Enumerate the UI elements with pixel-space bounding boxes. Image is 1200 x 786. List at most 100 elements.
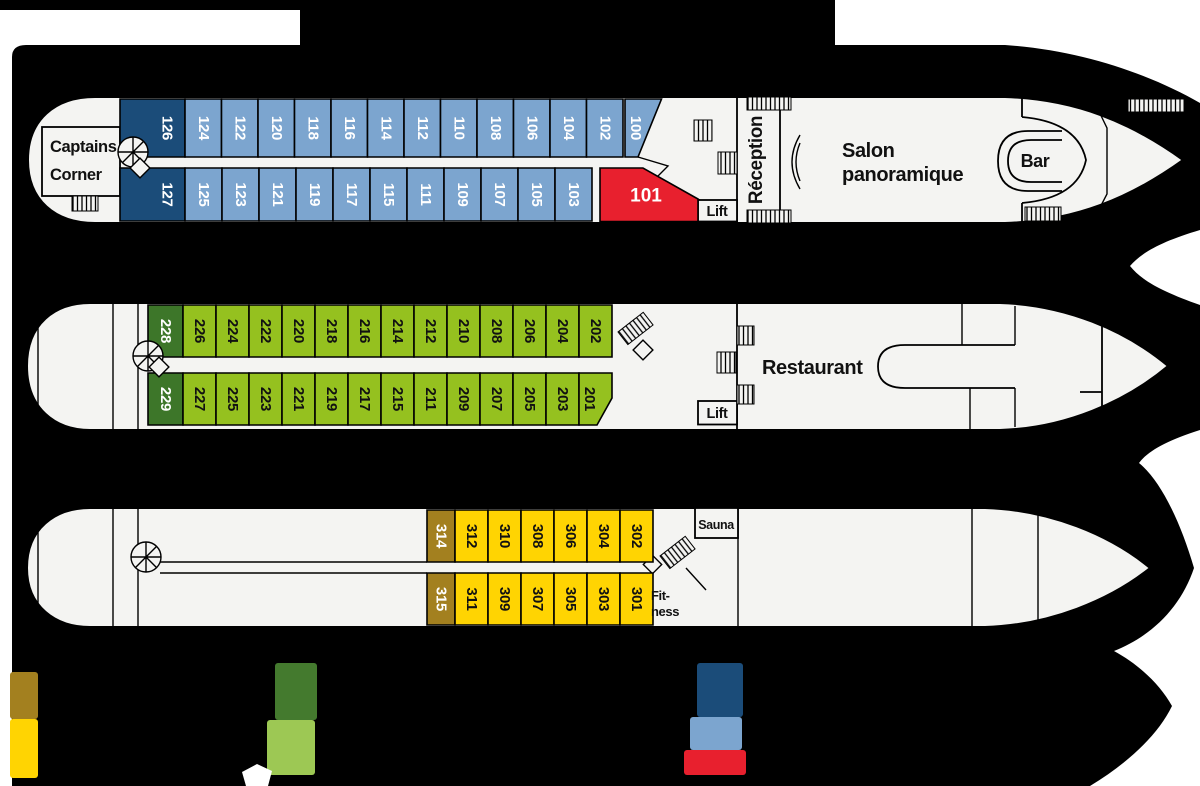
cabin-number: 105 (528, 182, 545, 206)
top-strip (0, 0, 835, 10)
stairs-icon (717, 151, 738, 175)
cabin-number: 107 (491, 182, 508, 206)
cabin-302 (619, 509, 654, 563)
cabin-number: 310 (496, 524, 513, 548)
legend-swatch-dark-green (275, 663, 317, 720)
cabin-202 (578, 304, 613, 358)
cabin-number: 115 (380, 183, 397, 206)
cabin-number: 206 (521, 319, 538, 343)
cabin-number: 315 (433, 587, 450, 611)
cabin-number: 201 (581, 387, 598, 411)
stairs-icon (659, 535, 696, 570)
stairs-icon (693, 119, 713, 142)
cabin-number: 205 (521, 387, 538, 411)
cabin-number: 222 (257, 319, 274, 343)
cabin-number: 308 (529, 524, 546, 548)
cabin-number: 204 (554, 319, 571, 344)
cabin-number: 226 (191, 319, 208, 343)
cabin-number: 116 (341, 116, 358, 139)
sauna-label: Sauna (698, 518, 735, 532)
reception-label: Réception (746, 116, 767, 204)
stairs-icon (736, 325, 755, 346)
salon-label-2: panoramique (842, 164, 963, 186)
cabin-number: 224 (224, 319, 241, 344)
legend-swatch-light-blue (690, 717, 742, 750)
cabin-number: 124 (195, 116, 212, 141)
cabin-number: 218 (323, 319, 340, 343)
salon-label: Salon (842, 140, 894, 162)
cabin-number: 307 (529, 587, 546, 611)
cabin-number: 104 (560, 116, 577, 141)
cabin-number: 119 (306, 183, 323, 206)
cabin-number: 305 (562, 587, 579, 611)
cabin-number: 207 (488, 387, 505, 411)
cabin-301 (619, 572, 654, 626)
hull-lower (25, 507, 1152, 628)
reception-desk-icon-inner (795, 142, 801, 182)
lift-label-upper: Lift (707, 204, 729, 220)
legend-swatch-light-green (267, 720, 315, 775)
cabin-number: 109 (454, 182, 471, 206)
cabin-number: 302 (628, 524, 645, 548)
cabin-number: 301 (628, 587, 645, 611)
cabin-number: 118 (304, 116, 321, 139)
restaurant-label: Restaurant (762, 357, 863, 379)
captains-corner-label-2: Corner (50, 166, 103, 184)
legend-swatch-navy (697, 663, 743, 717)
cabin-number: 312 (463, 524, 480, 548)
cabin-number: 202 (587, 319, 604, 343)
cabin-number: 121 (269, 182, 286, 206)
cabin-number: 216 (356, 319, 373, 343)
cabin-number: 103 (565, 182, 582, 206)
stair-landing-icon (632, 339, 654, 361)
cabin-number: 108 (487, 116, 504, 140)
cabin-number: 101 (630, 186, 662, 207)
cabin-number: 100 (627, 116, 644, 140)
cabin-number: 123 (232, 182, 249, 206)
cabin-number: 212 (422, 319, 439, 343)
cabin-number: 223 (257, 387, 274, 411)
cabin-number: 304 (595, 524, 612, 549)
buffet-counter-icon (877, 344, 1015, 389)
stair-landing-icon (148, 356, 170, 378)
legend (10, 663, 746, 778)
captains-corner-room (41, 126, 121, 197)
cabin-number: 126 (159, 116, 176, 140)
cabin-number: 215 (389, 387, 406, 411)
cabin-number: 122 (231, 116, 248, 140)
cabin-101 (599, 167, 699, 223)
cabin-103 (554, 167, 593, 222)
gangway-icon (1024, 206, 1062, 222)
stair-landing-icon (129, 157, 151, 179)
lift-label-middle: Lift (707, 406, 729, 422)
cabin-number: 220 (290, 319, 307, 343)
stairs-icon (617, 311, 654, 346)
gangway-icon (746, 209, 792, 224)
cabin-number: 209 (455, 387, 472, 411)
gangway-icon (746, 96, 792, 111)
cabin-number: 106 (523, 116, 540, 140)
cabin-201 (578, 372, 613, 426)
cabin-number: 211 (422, 387, 439, 410)
cabin-number: 214 (389, 319, 406, 344)
legend-swatch-yellow (10, 719, 38, 778)
gangway-icon (1127, 98, 1185, 113)
legend-swatch-olive (10, 672, 38, 719)
cabin-number: 114 (377, 116, 394, 140)
cabin-number: 229 (157, 387, 174, 411)
bar-label: Bar (1021, 151, 1050, 171)
cabin-number: 210 (455, 319, 472, 343)
cabin-number: 217 (356, 387, 373, 411)
stairs-icon (736, 384, 755, 405)
cabin-number: 303 (595, 587, 612, 611)
captains-corner-label: Captains (50, 138, 117, 156)
cabin-number: 306 (562, 524, 579, 548)
bar-counter-icon (997, 130, 1062, 192)
cabin-number: 111 (417, 183, 434, 205)
cabin-number: 221 (290, 387, 307, 411)
gangway-icon (71, 195, 99, 212)
reception-desk-icon (791, 134, 801, 190)
cabin-number: 125 (195, 182, 212, 206)
fitness-label-2: ness (651, 604, 679, 619)
